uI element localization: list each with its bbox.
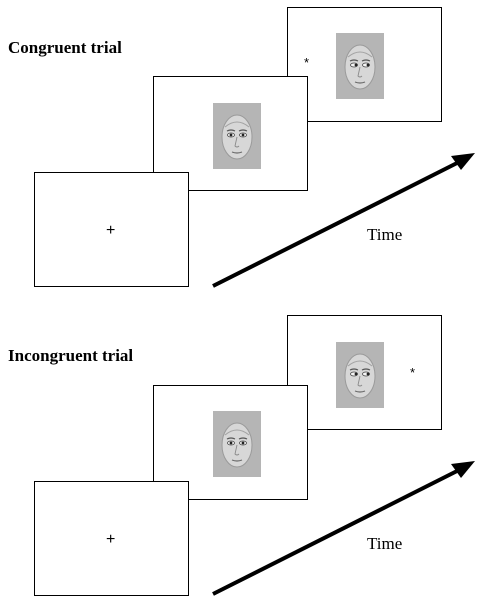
time-label: Time [367,225,403,244]
target-cue: * [410,365,416,380]
arrow-icon [212,153,475,288]
cue-frame: * [287,315,442,430]
trial-title: Congruent trial [8,38,122,57]
fixation-frame: + [34,172,189,287]
face-icon [336,33,384,99]
face-icon [336,342,384,408]
face-averted-gaze-icon [344,353,376,399]
face-icon [213,411,261,477]
time-label: Time [367,534,403,553]
fixation-cross: + [106,531,116,548]
cue-frame: * [287,7,442,122]
face-frame [153,385,308,500]
fixation-frame: + [34,481,189,596]
incongruent-trial-panel: Incongruent trial * [0,308,489,609]
arrow-icon [212,461,475,596]
face-direct-gaze-icon [221,114,253,160]
congruent-trial-panel: Congruent trial * [0,0,489,301]
face-averted-gaze-icon [344,44,376,90]
face-icon [213,103,261,169]
fixation-cross: + [106,222,116,239]
face-direct-gaze-icon [221,422,253,468]
face-frame [153,76,308,191]
trial-title: Incongruent trial [8,346,134,365]
target-cue: * [304,55,310,70]
